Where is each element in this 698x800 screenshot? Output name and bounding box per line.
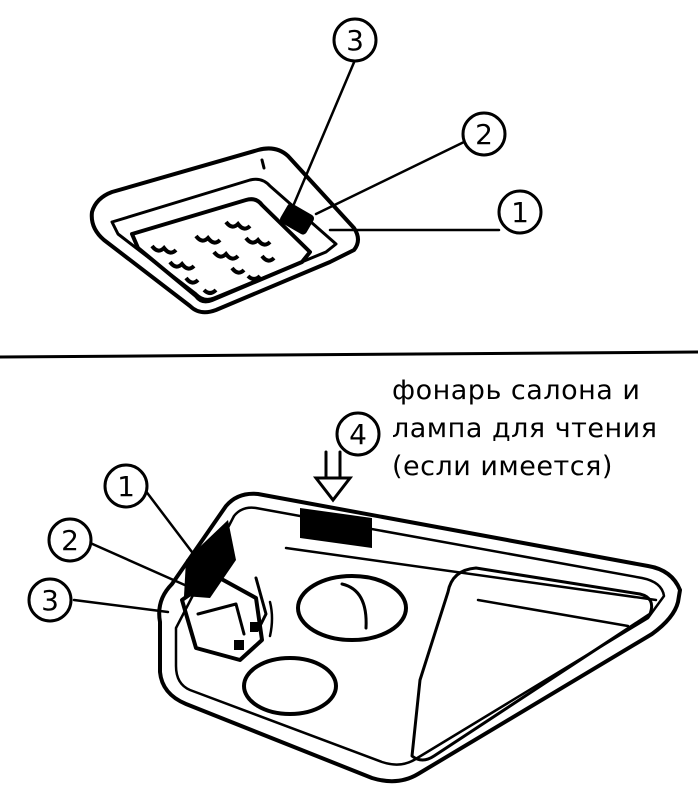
lens-texture xyxy=(150,220,276,295)
caption-line-1: фонарь салона и xyxy=(392,375,641,406)
callout-3-bottom: 3 xyxy=(27,577,73,623)
callout-4-bottom-label: 4 xyxy=(349,418,367,451)
lamp-caption: фонарь салона и лампа для чтения (если и… xyxy=(392,372,692,486)
caption-line-3: (если имеется) xyxy=(392,451,613,482)
section-divider xyxy=(0,350,698,359)
callout-4-bottom: 4 xyxy=(335,411,381,457)
callout-1-top: 1 xyxy=(497,189,543,235)
callout-3-top-label: 3 xyxy=(346,24,364,57)
console-lamp-view xyxy=(157,450,682,784)
top-leader-lines xyxy=(292,58,501,232)
callout-1-bottom-label: 1 xyxy=(117,470,135,503)
callout-2-top-label: 2 xyxy=(475,118,493,151)
dome-lamp-top-view xyxy=(89,146,360,315)
callout-2-bottom-label: 2 xyxy=(61,524,79,557)
callout-3-bottom-label: 3 xyxy=(41,584,59,617)
callout-1-top-label: 1 xyxy=(511,196,529,229)
callout-1-bottom: 1 xyxy=(103,463,149,509)
caption-line-2: лампа для чтения xyxy=(392,413,658,444)
callout-2-bottom: 2 xyxy=(47,517,93,563)
bottom-leader-lines xyxy=(72,484,200,614)
callout-3-top: 3 xyxy=(332,17,378,63)
callout-2-top: 2 xyxy=(461,111,507,157)
